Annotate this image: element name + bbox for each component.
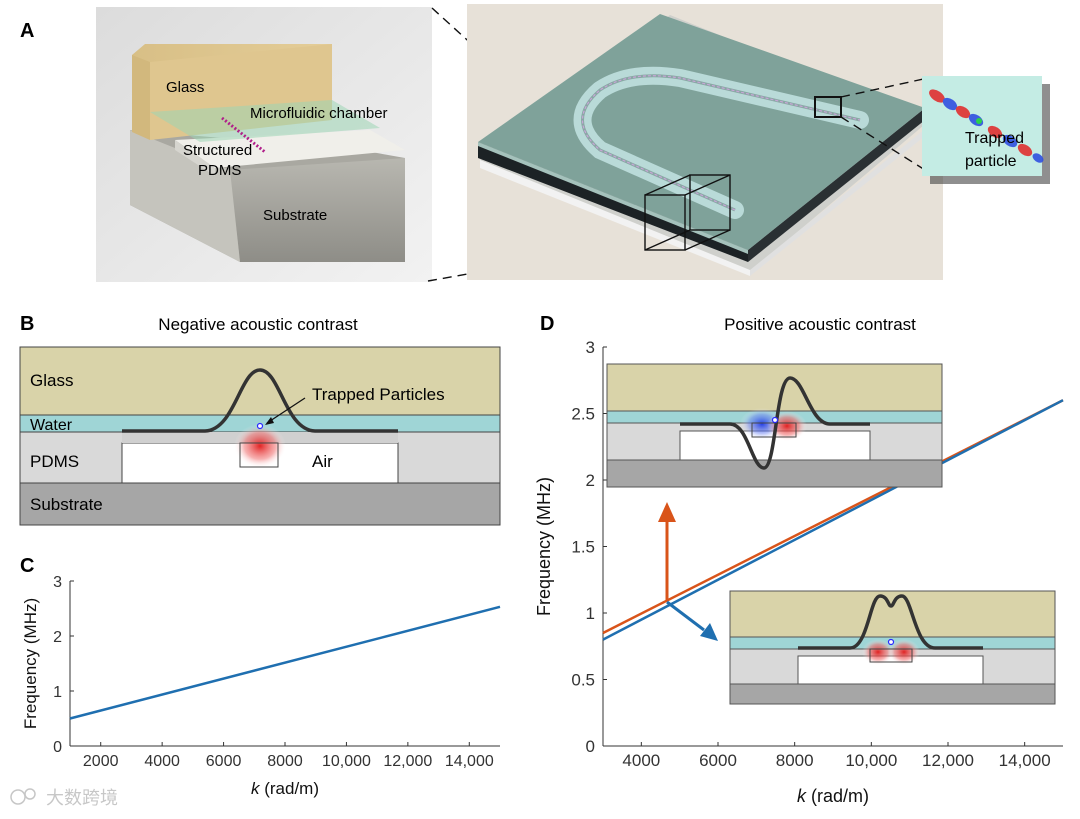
mode-shape-curve — [122, 368, 398, 433]
label-glass-b: Glass — [30, 371, 73, 390]
device-chip-render — [467, 4, 943, 280]
y-tick-label: 3 — [53, 574, 62, 591]
panel-a: A Glass Microfluidic chamber Structured … — [20, 4, 1050, 282]
trapped-particle-dot — [976, 118, 982, 124]
chart-c: 2000 4000 6000 8000 10,000 12,000 14,000 0 1 2 3 k … — [21, 574, 501, 798]
watermark: 大数跨境 — [10, 788, 118, 808]
y-axis-label: Frequency (MHz) — [21, 598, 40, 729]
label-substrate-b: Substrate — [30, 495, 103, 514]
y-tick-label: 1.5 — [571, 538, 595, 557]
series-line-0 — [69, 605, 501, 720]
y-tick-label: 0 — [586, 737, 595, 756]
panel-c-letter: C — [20, 555, 34, 577]
pressure-field — [234, 424, 286, 468]
watermark-text: 大数跨境 — [46, 788, 118, 808]
y-tick-label: 0 — [53, 739, 62, 756]
layer-substrate — [19, 482, 501, 526]
y-tick-label: 2 — [53, 629, 62, 646]
x-tick-label: 12,000 — [383, 753, 432, 770]
x-tick-label: 14,000 — [999, 751, 1051, 770]
label-pdms-a: PDMS — [198, 162, 241, 179]
x-tick-label: 10,000 — [845, 751, 897, 770]
device-cross-section-render: Glass Microfluidic chamber Structured PD… — [96, 7, 432, 282]
chart-d: 4000 6000 8000 10,000 12,000 14,000 0 0.5 1 1.5 2 2… — [534, 338, 1064, 806]
x-tick-label: 10,000 — [322, 753, 371, 770]
x-axis-label: k (rad/m) — [251, 779, 319, 798]
panel-a-letter: A — [20, 20, 34, 42]
x-tick-label: 14,000 — [445, 753, 494, 770]
y-tick-label: 1 — [586, 604, 595, 623]
label-trapped: Trapped — [965, 130, 1024, 147]
label-glass: Glass — [166, 79, 204, 96]
label-substrate-a: Substrate — [263, 207, 327, 224]
inset-antisymmetric-mode — [606, 363, 943, 488]
label-pdms-b: PDMS — [30, 452, 79, 471]
label-structured: Structured — [183, 142, 252, 159]
y-axis-label: Frequency (MHz) — [534, 477, 554, 616]
panel-d: D Positive acoustic contrast 4000 6000 800… — [534, 313, 1064, 806]
panel-d-letter: D — [540, 313, 554, 335]
panel-c: C 2000 4000 6000 8000 10,000 12,000 14,000 0 1 2 3… — [20, 555, 501, 798]
pressure-stub — [239, 442, 279, 468]
x-tick-label: 4000 — [144, 753, 180, 770]
panel-d-title: Positive acoustic contrast — [724, 315, 916, 334]
x-axis-label-k: k — [797, 786, 807, 806]
label-trapped-particles: Trapped Particles — [312, 385, 445, 404]
label-air-b: Air — [312, 452, 333, 471]
x-tick-label: 6000 — [206, 753, 242, 770]
y-tick-label: 0.5 — [571, 671, 595, 690]
layer-glass — [19, 346, 501, 416]
label-microfluidic-chamber: Microfluidic chamber — [250, 105, 388, 122]
label-water-b: Water — [30, 417, 73, 434]
y-tick-label: 2.5 — [571, 405, 595, 424]
trapped-particle-b — [256, 422, 264, 430]
panel-b: B Negative acoustic contrast Glass Water… — [19, 313, 501, 526]
x-tick-label: 8000 — [776, 751, 814, 770]
x-axis-label-unit: (rad/m) — [260, 779, 320, 798]
trapped-particle-inset: Trapped particle — [922, 76, 1050, 184]
y-tick-label: 3 — [586, 338, 595, 357]
panel-b-title: Negative acoustic contrast — [158, 315, 358, 334]
x-axis-label-unit: (rad/m) — [806, 786, 869, 806]
x-tick-label: 12,000 — [922, 751, 974, 770]
x-axis-label-k: k — [251, 779, 261, 798]
x-tick-label: 2000 — [83, 753, 119, 770]
x-tick-label: 4000 — [622, 751, 660, 770]
x-axis-label: k (rad/m) — [797, 786, 869, 806]
annotation-arrow — [266, 397, 306, 424]
label-particle: particle — [965, 153, 1017, 170]
annotation-arrowhead — [265, 417, 274, 425]
orange-arrow — [658, 502, 676, 600]
inset-symmetric-mode — [729, 590, 1056, 705]
series-line-1 — [602, 399, 1064, 641]
x-tick-label: 6000 — [699, 751, 737, 770]
x-tick-label: 8000 — [267, 753, 303, 770]
y-tick-label: 1 — [53, 684, 62, 701]
blue-arrow — [666, 600, 718, 641]
y-tick-label: 2 — [586, 471, 595, 490]
panel-b-letter: B — [20, 313, 34, 335]
